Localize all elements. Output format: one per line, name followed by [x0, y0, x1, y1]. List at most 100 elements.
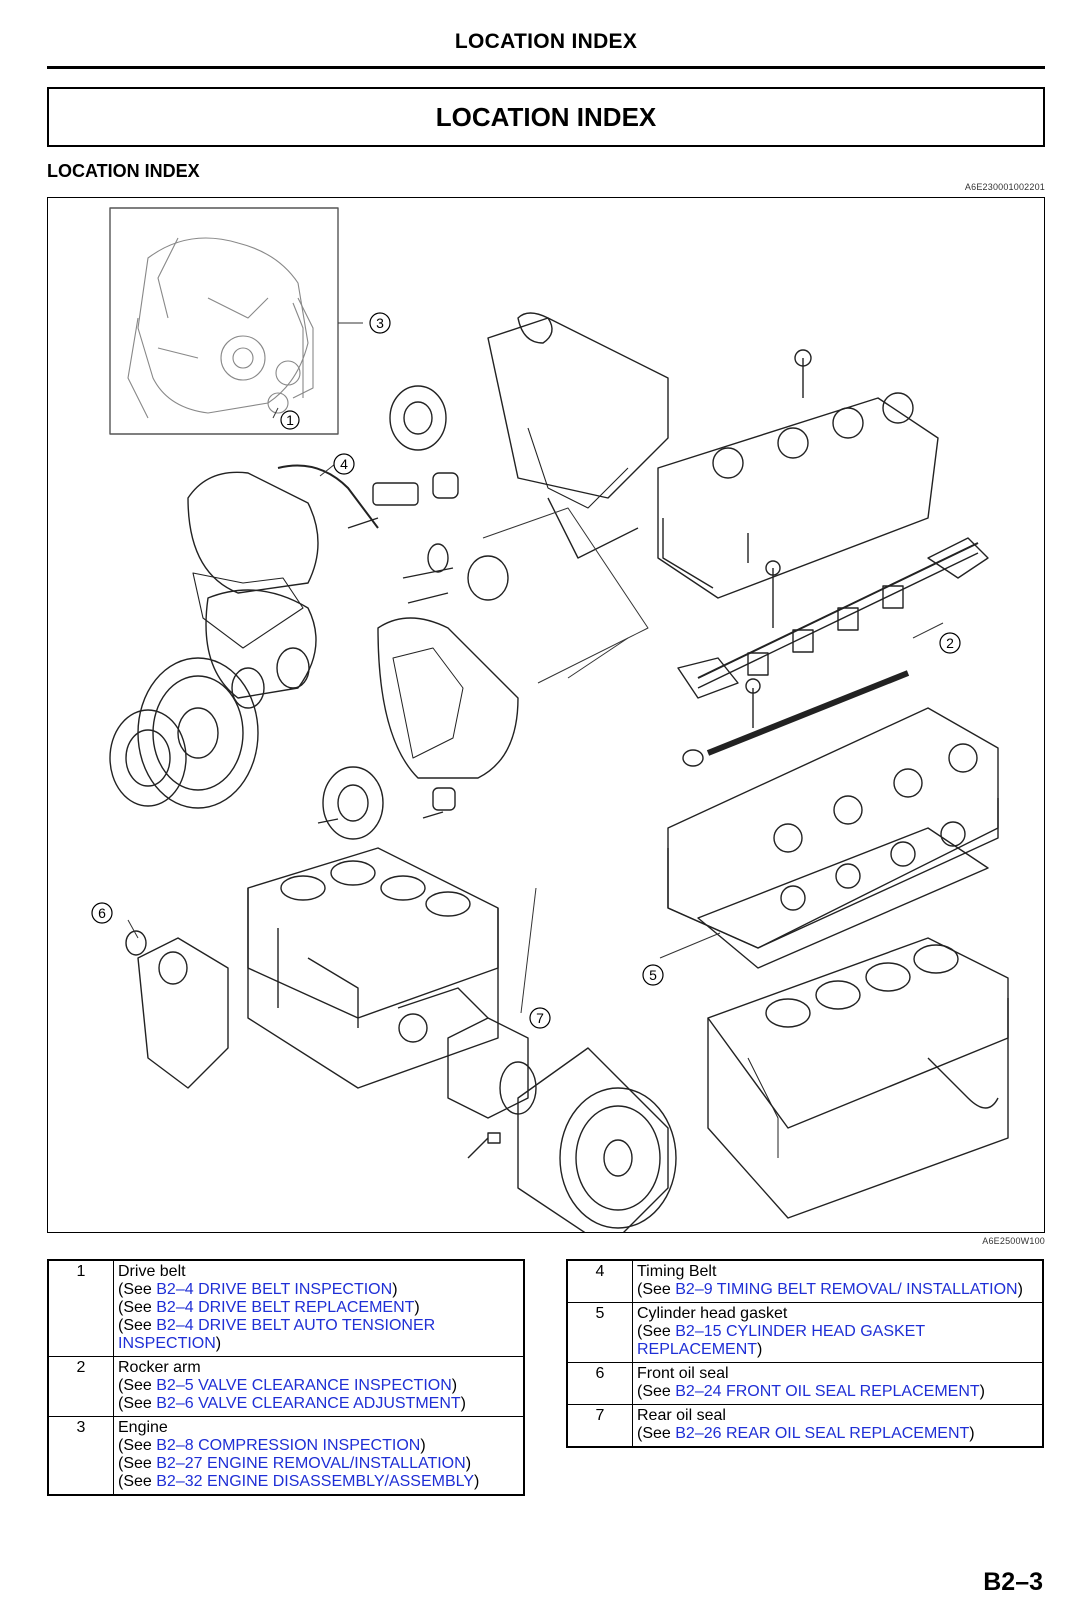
item-number: 3 — [47, 1416, 114, 1496]
section-title-box: LOCATION INDEX — [47, 87, 1045, 147]
reference-link[interactable]: B2–4 DRIVE BELT AUTO TENSIONER INSPECTIO… — [118, 1317, 436, 1352]
rocker-arms — [747, 585, 904, 676]
reference-prefix: (See — [118, 1317, 157, 1334]
crank-pulley-outer — [137, 657, 259, 809]
inset-engine-sketch — [127, 237, 314, 419]
callout-1: 1 — [280, 410, 300, 430]
reference-suffix: ) — [969, 1425, 975, 1442]
reference-prefix: (See — [118, 1473, 157, 1490]
reference-line: (See B2–4 DRIVE BELT INSPECTION) — [118, 1281, 519, 1299]
item-number: 4 — [566, 1259, 633, 1303]
reference-line: (See B2–24 FRONT OIL SEAL REPLACEMENT) — [637, 1383, 1038, 1401]
item-description: Front oil seal(See B2–24 FRONT OIL SEAL … — [632, 1362, 1044, 1405]
svg-text:7: 7 — [536, 1010, 544, 1026]
reference-line: (See B2–27 ENGINE REMOVAL/INSTALLATION) — [118, 1455, 519, 1473]
reference-link[interactable]: B2–27 ENGINE REMOVAL/INSTALLATION — [156, 1455, 466, 1472]
reference-prefix: (See — [118, 1455, 157, 1472]
svg-text:1: 1 — [286, 412, 294, 428]
cam-sprocket-lower — [322, 766, 384, 840]
flywheel-plate — [517, 1047, 669, 1232]
header-rule — [47, 66, 1045, 69]
timing-cover-lower — [205, 589, 317, 699]
reference-suffix: ) — [474, 1473, 480, 1490]
callout-6: 6 — [91, 902, 113, 924]
reference-prefix: (See — [118, 1377, 157, 1394]
figure-code: A6E2500W100 — [982, 1236, 1045, 1246]
camshaft — [706, 670, 910, 756]
reference-line: (See B2–4 DRIVE BELT AUTO TENSIONER INSP… — [118, 1317, 519, 1353]
item-number: 1 — [47, 1259, 114, 1357]
timing-backplate — [377, 617, 519, 779]
cylinder-head-gasket — [697, 827, 989, 969]
oil-pump-housing — [137, 937, 229, 1089]
reference-link[interactable]: B2–4 DRIVE BELT INSPECTION — [156, 1281, 393, 1298]
callout-3: 3 — [369, 312, 391, 334]
reference-prefix: (See — [637, 1281, 676, 1298]
reference-suffix: ) — [392, 1281, 398, 1298]
section-title: LOCATION INDEX — [435, 101, 657, 132]
reference-line: (See B2–26 REAR OIL SEAL REPLACEMENT) — [637, 1425, 1038, 1443]
reference-line: (See B2–5 VALVE CLEARANCE INSPECTION) — [118, 1377, 519, 1395]
svg-text:3: 3 — [376, 315, 384, 331]
reference-line: (See B2–6 VALVE CLEARANCE ADJUSTMENT) — [118, 1395, 519, 1413]
item-number: 2 — [47, 1356, 114, 1417]
rear-seal-cage — [447, 1017, 529, 1119]
reference-line: (See B2–9 TIMING BELT REMOVAL/ INSTALLAT… — [637, 1281, 1038, 1299]
crank-pulley-small — [109, 709, 187, 807]
reference-suffix: ) — [460, 1395, 466, 1412]
reference-prefix: (See — [118, 1281, 157, 1298]
reference-prefix: (See — [637, 1323, 676, 1340]
cylinder-head — [667, 707, 999, 949]
reference-suffix: ) — [215, 1335, 222, 1352]
reference-suffix: ) — [465, 1455, 472, 1472]
reference-link[interactable]: B2–8 COMPRESSION INSPECTION — [156, 1437, 421, 1454]
page-header-title: LOCATION INDEX — [454, 30, 638, 53]
item-description: Drive belt(See B2–4 DRIVE BELT INSPECTIO… — [113, 1259, 525, 1357]
cylinder-head-cover — [657, 397, 939, 599]
reference-link[interactable]: B2–32 ENGINE DISASSEMBLY/ASSEMBLY — [156, 1473, 475, 1490]
item-title: Rear oil seal — [637, 1407, 726, 1424]
callout-4: 4 — [333, 453, 355, 475]
item-title: Drive belt — [118, 1263, 186, 1280]
item-title: Rocker arm — [118, 1359, 201, 1376]
reference-link[interactable]: B2–26 REAR OIL SEAL REPLACEMENT — [675, 1425, 970, 1442]
item-description: Rear oil seal(See B2–26 REAR OIL SEAL RE… — [632, 1404, 1044, 1448]
item-title: Engine — [118, 1419, 168, 1436]
reference-prefix: (See — [637, 1383, 676, 1400]
exploded-engine-diagram: 1 2 3 4 5 6 7 — [47, 197, 1045, 1233]
svg-text:5: 5 — [649, 967, 657, 983]
engine-illustration: 1 2 3 4 5 6 7 — [91, 207, 1009, 1232]
item-number: 6 — [566, 1362, 633, 1405]
item-description: Rocker arm(See B2–5 VALVE CLEARANCE INSP… — [113, 1356, 525, 1417]
reference-link[interactable]: B2–4 DRIVE BELT REPLACEMENT — [156, 1299, 415, 1316]
reference-suffix: ) — [979, 1383, 985, 1400]
item-description: Cylinder head gasket(See B2–15 CYLINDER … — [632, 1302, 1044, 1363]
item-description: Engine(See B2–8 COMPRESSION INSPECTION)(… — [113, 1416, 525, 1496]
reference-prefix: (See — [118, 1437, 157, 1454]
reference-link[interactable]: B2–9 TIMING BELT REMOVAL/ INSTALLATION — [675, 1281, 1018, 1298]
cam-sprocket-upper — [389, 385, 447, 451]
reference-link[interactable]: B2–24 FRONT OIL SEAL REPLACEMENT — [675, 1383, 980, 1400]
callout-markers: 1 2 3 4 5 6 7 — [91, 312, 961, 1029]
reference-suffix: ) — [451, 1377, 458, 1394]
reference-line: (See B2–8 COMPRESSION INSPECTION) — [118, 1437, 519, 1455]
reference-line: (See B2–15 CYLINDER HEAD GASKET REPLACEM… — [637, 1323, 1038, 1359]
subsection-heading: LOCATION INDEX — [47, 161, 200, 181]
item-title: Timing Belt — [637, 1263, 717, 1280]
reference-link[interactable]: B2–6 VALVE CLEARANCE ADJUSTMENT — [156, 1395, 461, 1412]
svg-text:2: 2 — [946, 635, 954, 651]
timing-cover-upper — [187, 471, 319, 594]
reference-link[interactable]: B2–5 VALVE CLEARANCE INSPECTION — [156, 1377, 452, 1394]
item-number: 5 — [566, 1302, 633, 1363]
inset-frame — [109, 207, 339, 435]
reference-link[interactable]: B2–15 CYLINDER HEAD GASKET REPLACEMENT — [637, 1323, 925, 1358]
upper-block-sketch — [487, 317, 669, 499]
reference-suffix: ) — [414, 1299, 420, 1316]
page-number: B2–3 — [983, 1568, 1043, 1596]
